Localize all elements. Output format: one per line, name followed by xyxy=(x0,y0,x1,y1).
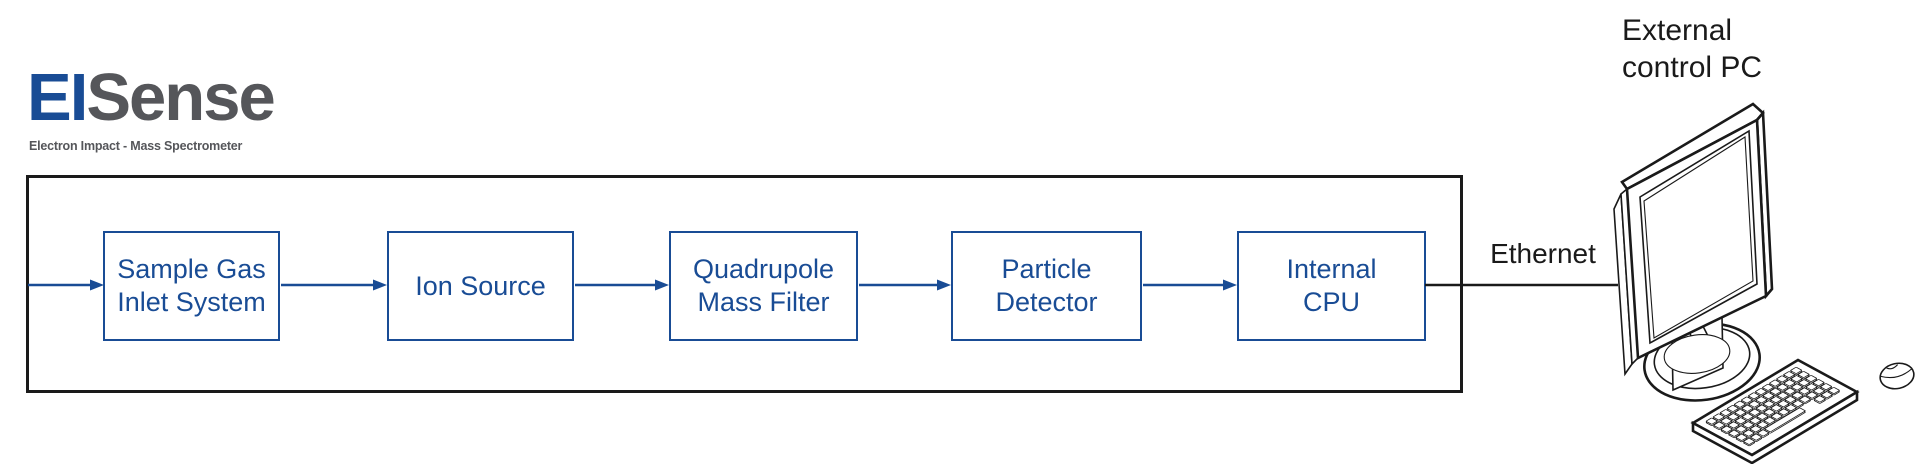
block-ion-source: Ion Source xyxy=(387,231,574,341)
block-label: Particle Detector xyxy=(995,254,1098,317)
block-particle-detector: Particle Detector xyxy=(951,231,1142,341)
mouse-illustration xyxy=(1879,362,1915,390)
logo-text-sense: Sense xyxy=(86,60,275,135)
logo-subtitle: Electron Impact - Mass Spectrometer xyxy=(29,139,243,153)
logo: EISense xyxy=(27,64,276,131)
block-label: Quadrupole Mass Filter xyxy=(692,254,835,317)
block-label: Sample Gas Inlet System xyxy=(117,254,266,317)
ethernet-label: Ethernet xyxy=(1490,238,1596,269)
keyboard-keys xyxy=(1705,367,1840,447)
block-internal-cpu: Internal CPU xyxy=(1237,231,1426,341)
block-label: Internal CPU xyxy=(1286,254,1377,317)
external-pc-label: External control PC xyxy=(1622,14,1763,84)
logo-text-ei: EI xyxy=(27,60,88,135)
block-label: Ion Source xyxy=(415,270,546,301)
keyboard-illustration xyxy=(1690,358,1860,464)
block-sample-gas-inlet-system: Sample Gas Inlet System xyxy=(103,231,280,341)
block-quadrupole-mass-filter: Quadrupole Mass Filter xyxy=(669,231,858,341)
monitor-illustration xyxy=(1613,102,1774,402)
